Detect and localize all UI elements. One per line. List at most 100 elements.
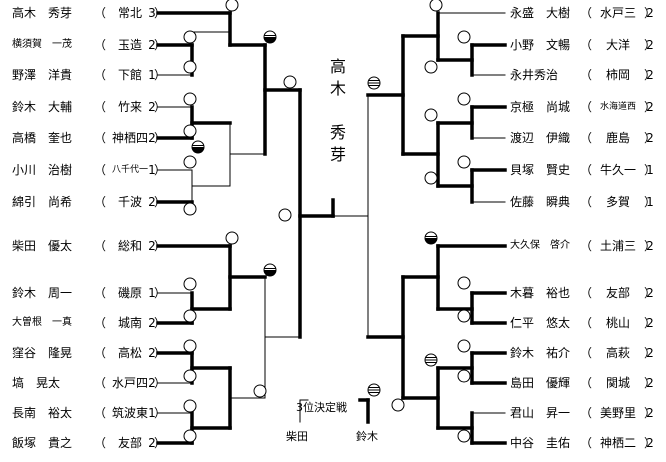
player-name: 高橋 奎也 (12, 131, 73, 145)
left-entry: 高橋 奎也（神栖四）2 (12, 128, 166, 148)
match-marker-icon (263, 30, 277, 44)
paren-open: （ (580, 286, 593, 300)
match-score: 1 (148, 406, 156, 420)
player-name: 島田 優輝 (510, 376, 571, 390)
match-marker-icon (183, 124, 197, 138)
paren-open: （ (94, 195, 107, 209)
school-name: 水戸三 (599, 6, 636, 20)
match-marker-icon (183, 92, 197, 106)
right-entry: 君山 昇一（美野里）2 (510, 403, 656, 423)
paren-close: ） (154, 68, 167, 82)
player-name: 木暮 裕也 (510, 286, 571, 300)
player-name: 大久保 啓介 (510, 240, 570, 251)
match-score: 2 (646, 68, 654, 82)
match-marker-icon (225, 0, 239, 12)
school-name: 神栖四 (111, 131, 148, 145)
paren-open: （ (94, 436, 107, 450)
player-name: 中谷 圭佑 (510, 436, 571, 450)
paren-close: ） (154, 38, 167, 52)
paren-open: （ (580, 436, 593, 450)
paren-close: ） (644, 239, 657, 253)
right-entry: 永盛 大樹（水戸三）2 (510, 3, 656, 23)
match-score: 2 (646, 38, 654, 52)
player-name: 綿引 尚希 (12, 195, 73, 209)
paren-open: （ (94, 406, 107, 420)
match-score: 2 (148, 346, 156, 360)
match-score: 2 (148, 195, 156, 209)
school-name: 筑波東 (111, 406, 148, 420)
paren-open: （ (580, 406, 593, 420)
match-marker-icon (424, 108, 438, 122)
left-entry: 長南 裕太（筑波東）1 (12, 403, 166, 423)
paren-open: （ (94, 38, 107, 52)
match-marker-icon (429, 0, 443, 12)
school-name: 総和 (117, 239, 142, 253)
paren-close: ） (154, 316, 167, 330)
school-name: 牛久一 (599, 163, 636, 177)
player-name: 小川 治樹 (12, 163, 73, 177)
player-name: 塙 晃太 (12, 376, 61, 390)
match-score: 2 (646, 436, 654, 450)
match-marker-icon (457, 429, 471, 443)
paren-close: ） (644, 406, 657, 420)
paren-open: （ (580, 100, 593, 114)
right-entry: 貝塚 賢史（牛久一）1 (510, 160, 656, 180)
paren-close: ） (644, 436, 657, 450)
left-entry: 大曽根 一真（城南）2 (12, 313, 166, 333)
school-name: 八千代一 (111, 165, 148, 175)
paren-open: （ (94, 68, 107, 82)
left-entry: 綿引 尚希（千波）2 (12, 192, 166, 212)
match-marker-icon (457, 92, 471, 106)
paren-close: ） (154, 239, 167, 253)
right-entry: 小野 文暢（大洋）2 (510, 35, 656, 55)
paren-close: ） (154, 406, 167, 420)
match-score: 2 (646, 100, 654, 114)
match-marker-icon (225, 231, 239, 245)
paren-open: （ (580, 376, 593, 390)
right-entry: 渡辺 伊織（鹿島）2 (510, 128, 656, 148)
right-entry: 京極 尚城（水海道西）2 (510, 97, 656, 117)
school-name: 玉造 (117, 38, 142, 52)
right-entry: 木暮 裕也（友部）2 (510, 283, 656, 303)
player-name: 窪谷 隆晃 (12, 346, 73, 360)
paren-close: ） (644, 316, 657, 330)
match-marker-icon (283, 75, 297, 89)
match-marker-icon (263, 263, 277, 277)
school-name: 水海道西 (599, 102, 636, 112)
paren-close: ） (644, 131, 657, 145)
match-marker-icon (183, 60, 197, 74)
paren-close: ） (644, 38, 657, 52)
right-entry: 島田 優輝（関城）2 (510, 373, 656, 393)
paren-close: ） (644, 195, 657, 209)
paren-close: ） (154, 6, 167, 20)
match-marker-icon (457, 369, 471, 383)
paren-open: （ (94, 6, 107, 20)
paren-close: ） (154, 436, 167, 450)
school-name: 大洋 (605, 38, 630, 52)
paren-open: （ (580, 195, 593, 209)
player-name: 飯塚 貴之 (12, 436, 73, 450)
paren-open: （ (94, 346, 107, 360)
match-score: 2 (646, 316, 654, 330)
school-name: 関城 (605, 376, 630, 390)
paren-close: ） (154, 195, 167, 209)
school-name: 桃山 (605, 316, 630, 330)
paren-close: ） (154, 346, 167, 360)
match-score: 2 (646, 239, 654, 253)
paren-close: ） (154, 286, 167, 300)
third-place-right-name: 鈴木 (356, 430, 378, 443)
school-name: 下館 (117, 68, 142, 82)
school-name: 高萩 (605, 346, 630, 360)
match-score: 1 (646, 195, 654, 209)
match-marker-icon (457, 309, 471, 323)
match-marker-icon (424, 171, 438, 185)
left-entry: 野澤 洋貴（下館）1 (12, 65, 166, 85)
school-name: 高松 (117, 346, 142, 360)
player-name: 佐藤 瞬典 (510, 195, 571, 209)
match-marker-icon (457, 30, 471, 44)
paren-open: （ (94, 100, 107, 114)
match-score: 2 (646, 346, 654, 360)
player-name: 大曽根 一真 (12, 317, 72, 328)
paren-open: （ (580, 6, 593, 20)
